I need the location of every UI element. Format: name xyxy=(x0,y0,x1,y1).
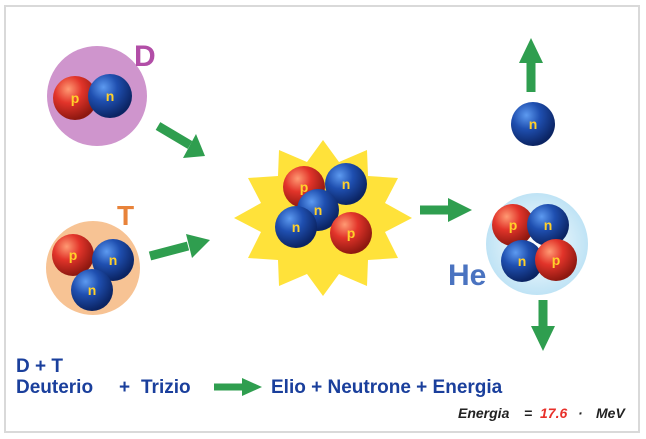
proton xyxy=(330,212,372,254)
fusion-burst: p n n n p xyxy=(234,140,412,296)
neutron xyxy=(275,206,317,248)
proton-label: p xyxy=(69,247,78,263)
proton xyxy=(52,234,94,276)
proton-label: p xyxy=(347,225,356,241)
equation-products: Elio + Neutrone + Energia xyxy=(271,377,503,398)
neutron xyxy=(88,74,132,118)
proton xyxy=(492,204,534,246)
energy-equals: = xyxy=(524,405,532,421)
helium-label: He xyxy=(448,259,486,292)
energy-unit: MeV xyxy=(596,405,626,421)
deuterium-label: D xyxy=(134,40,156,73)
proton-label: p xyxy=(509,217,518,233)
energy-separator: · xyxy=(578,405,583,421)
proton xyxy=(535,239,577,281)
proton-label: p xyxy=(552,252,561,268)
arrow-t-to-burst xyxy=(148,234,210,261)
arrow-burst-to-products xyxy=(420,198,472,222)
deuterium-atom: p n xyxy=(47,46,147,146)
energy-label: Energia xyxy=(458,405,510,421)
neutron-label: n xyxy=(529,116,538,132)
neutron-label: n xyxy=(342,176,351,192)
proton xyxy=(53,76,97,120)
neutron xyxy=(501,240,543,282)
neutron xyxy=(71,269,113,311)
neutron-label: n xyxy=(544,217,553,233)
neutron-label: n xyxy=(292,219,301,235)
arrow-helium-down xyxy=(531,300,555,351)
neutron-label: n xyxy=(314,202,323,218)
neutron-label: n xyxy=(518,253,527,269)
helium-atom: p n n p xyxy=(486,193,588,295)
proton-label: p xyxy=(71,90,80,106)
arrow-neutron-up xyxy=(519,38,543,92)
equation-line1: D + T xyxy=(16,356,63,377)
arrow-d-to-burst xyxy=(155,122,205,158)
tritium-label: T xyxy=(117,200,134,231)
equation-plus: + xyxy=(119,377,130,398)
energy-value: 17.6 xyxy=(540,405,567,421)
arrow-equation xyxy=(214,378,262,396)
neutron-label: n xyxy=(88,282,97,298)
proton-label: p xyxy=(300,179,309,195)
neutron-label: n xyxy=(106,88,115,104)
neutron xyxy=(92,239,134,281)
neutron-label: n xyxy=(109,252,118,268)
equation-trizio: Trizio xyxy=(141,377,191,398)
neutron xyxy=(325,163,367,205)
neutron xyxy=(527,204,569,246)
free-neutron xyxy=(511,102,555,146)
equation-deuterio: Deuterio xyxy=(16,377,93,398)
tritium-atom: p n n xyxy=(46,221,140,315)
